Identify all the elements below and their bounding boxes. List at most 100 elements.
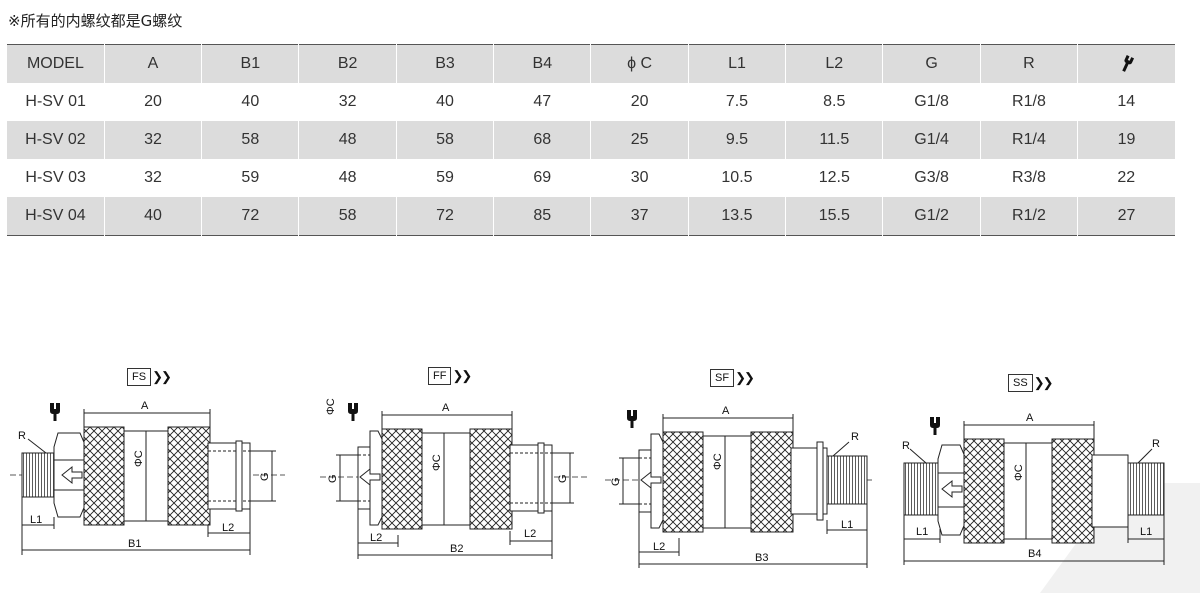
cell-b1: 59 xyxy=(241,169,260,186)
dim-r-left: R xyxy=(902,440,910,452)
cell-wrench: 14 xyxy=(1117,93,1136,110)
spec-table: MODEL A B1 B2 B3 B4 ϕ C L1 L2 G R H-SV 0… xyxy=(7,44,1175,236)
dim-phic: ΦC xyxy=(1013,464,1025,481)
cell-model: H-SV 03 xyxy=(25,169,86,186)
cell-b3: 58 xyxy=(396,121,495,159)
dim-l1: L1 xyxy=(30,514,42,526)
dim-phic: ΦC xyxy=(133,450,145,467)
cell-b3: 72 xyxy=(396,197,495,236)
col-header: B1 xyxy=(201,44,300,83)
cell-g: G1/8 xyxy=(914,93,949,110)
wrench-icon xyxy=(627,410,637,428)
wrench-col-header xyxy=(1078,45,1175,84)
dim-l1: L1 xyxy=(841,519,853,531)
dim-b: B1 xyxy=(128,538,141,550)
col-header: R xyxy=(980,44,1079,83)
cell-a: 32 xyxy=(104,121,203,159)
cell-l2: 15.5 xyxy=(785,197,884,236)
diagram-tag-ss: SS❯❯ xyxy=(1008,374,1053,392)
cell-l2: 11.5 xyxy=(785,121,884,159)
diagram-tag-fs: FS❯❯ xyxy=(127,368,172,386)
diagram-ss: A R R L1 L1 B4 ΦC xyxy=(902,412,1165,565)
dim-b: B3 xyxy=(755,552,768,564)
cell-b2: 48 xyxy=(298,121,397,159)
dim-l2: L2 xyxy=(222,522,234,534)
wrench-icon xyxy=(1120,54,1134,72)
dim-b: B2 xyxy=(450,543,463,555)
dim-a: A xyxy=(141,400,149,412)
table-header-row: MODEL A B1 B2 B3 B4 ϕ C L1 L2 G R xyxy=(7,44,1175,84)
cell-model: H-SV 01 xyxy=(25,93,86,110)
tag-label: SF xyxy=(710,369,735,387)
dim-g-left: G xyxy=(327,474,339,483)
diagram-fs: A R L1 L2 B1 ΦC G xyxy=(10,400,285,555)
col-header: B4 xyxy=(493,44,592,83)
cell-a: 20 xyxy=(144,93,162,110)
cell-b1: 40 xyxy=(241,93,260,110)
dim-r-right: R xyxy=(1152,438,1160,450)
dim-a: A xyxy=(722,405,730,417)
cell-b4: 69 xyxy=(533,169,552,186)
dim-g: G xyxy=(610,477,622,486)
cell-c: 25 xyxy=(590,121,689,159)
thread-note: ※所有的内螺纹都是G螺纹 xyxy=(8,12,183,30)
cell-wrench: 22 xyxy=(1117,169,1136,186)
cell-g: G1/4 xyxy=(882,121,981,159)
cell-r: R1/2 xyxy=(980,197,1079,236)
dim-l2-right: L2 xyxy=(524,528,536,540)
cell-b2: 32 xyxy=(338,93,357,110)
dim-r: R xyxy=(851,431,859,443)
cell-wrench: 19 xyxy=(1117,131,1136,148)
tag-label: FF xyxy=(428,367,452,385)
wrench-icon xyxy=(930,417,940,435)
dim-l2-left: L2 xyxy=(370,532,382,544)
cell-l1: 13.5 xyxy=(688,197,787,236)
dim-phic: ΦC xyxy=(431,454,443,471)
cell-wrench: 27 xyxy=(1117,207,1136,224)
cell-a: 40 xyxy=(104,197,203,236)
diagram-tag-ff: FF❯❯ xyxy=(428,367,472,385)
col-header: B2 xyxy=(298,44,397,83)
col-header: L1 xyxy=(688,44,787,83)
dim-b: B4 xyxy=(1028,548,1041,560)
cell-b1: 58 xyxy=(201,121,300,159)
dim-a: A xyxy=(1026,412,1034,424)
table-row: H-SV 03 32 59 48 59 69 30 10.5 12.5 G3/8… xyxy=(7,159,1175,197)
col-header: B3 xyxy=(396,44,495,83)
cell-c: 30 xyxy=(630,169,649,186)
cell-r: R1/8 xyxy=(1012,93,1046,110)
cell-r: R3/8 xyxy=(1012,169,1046,186)
dim-phic-side: ΦC xyxy=(325,398,337,415)
cell-l2: 8.5 xyxy=(823,93,846,110)
cell-b4: 68 xyxy=(493,121,592,159)
tag-label: FS xyxy=(127,368,152,386)
cell-b2: 58 xyxy=(298,197,397,236)
table-row: H-SV 01 20 40 32 40 47 20 7.5 8.5 G1/8 R… xyxy=(7,83,1175,121)
col-header: G xyxy=(882,44,981,83)
col-header: A xyxy=(104,44,203,83)
cell-l1: 9.5 xyxy=(688,121,787,159)
dim-r: R xyxy=(18,430,26,442)
cell-a: 32 xyxy=(144,169,162,186)
tag-label: SS xyxy=(1008,374,1033,392)
diagram-ff: ΦC A L2 L2 B2 ΦC G G xyxy=(320,398,590,559)
cell-l1: 10.5 xyxy=(721,169,753,186)
cell-l2: 12.5 xyxy=(818,169,850,186)
cell-b3: 59 xyxy=(436,169,454,186)
cell-b2: 48 xyxy=(338,169,357,186)
cell-b4: 47 xyxy=(533,93,552,110)
wrench-icon xyxy=(50,403,60,421)
cell-b4: 85 xyxy=(493,197,592,236)
cell-g: G3/8 xyxy=(914,169,949,186)
cell-model: H-SV 04 xyxy=(7,197,105,236)
cell-model: H-SV 02 xyxy=(7,121,105,159)
col-header: ϕ C xyxy=(590,44,689,83)
table-row: H-SV 04 40 72 58 72 85 37 13.5 15.5 G1/2… xyxy=(7,197,1175,236)
dim-a: A xyxy=(442,402,450,414)
cell-b3: 40 xyxy=(436,93,454,110)
cell-l1: 7.5 xyxy=(725,93,749,110)
dim-g-right: G xyxy=(557,474,569,483)
dim-phic: ΦC xyxy=(712,453,724,470)
col-header: L2 xyxy=(785,44,884,83)
table-row: H-SV 02 32 58 48 58 68 25 9.5 11.5 G1/4 … xyxy=(7,121,1175,159)
